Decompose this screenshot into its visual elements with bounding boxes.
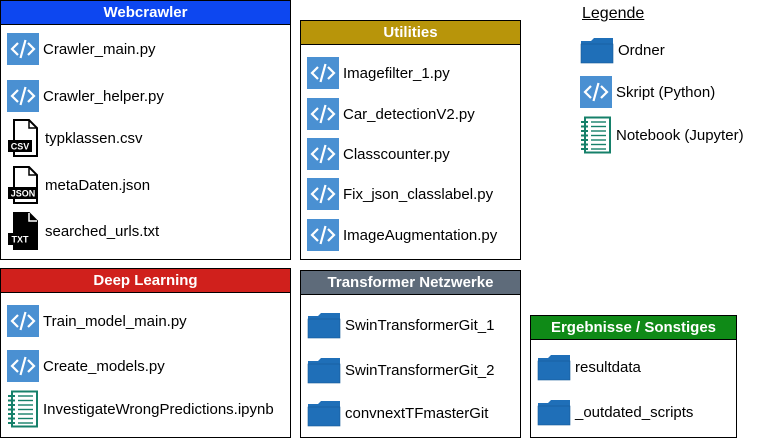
python-script-icon <box>307 57 339 89</box>
python-script-icon <box>307 178 339 210</box>
item-label: ImageAugmentation.py <box>343 226 498 244</box>
results-panel-title: Ergebnisse / Sonstiges <box>531 316 736 340</box>
python-script-icon <box>307 138 339 170</box>
list-item[interactable]: SwinTransformerGit_1 <box>307 306 495 344</box>
txt-file-icon: TXT <box>7 212 41 250</box>
item-label: Crawler_main.py <box>43 40 156 58</box>
item-label: Classcounter.py <box>343 145 450 163</box>
list-item[interactable]: Train_model_main.py <box>7 302 187 340</box>
legend-label: Skript (Python) <box>616 83 716 101</box>
folder-icon <box>307 354 341 386</box>
json-file-icon: JSON <box>7 166 41 204</box>
list-item[interactable]: CSV typklassen.csv <box>7 119 143 157</box>
python-script-icon <box>307 219 339 251</box>
item-label: Car_detectionV2.py <box>343 105 475 123</box>
item-label: Imagefilter_1.py <box>343 64 450 82</box>
legend-item: Skript (Python) <box>580 73 715 111</box>
list-item[interactable]: _outdated_scripts <box>537 393 693 431</box>
item-label: SwinTransformerGit_1 <box>345 316 495 334</box>
transformer-panel-title: Transformer Netzwerke <box>301 271 520 295</box>
item-label: InvestigateWrongPredictions.ipynb <box>43 400 274 418</box>
item-label: metaDaten.json <box>45 176 151 194</box>
python-script-icon <box>7 33 39 65</box>
list-item[interactable]: Create_models.py <box>7 347 165 385</box>
svg-text:CSV: CSV <box>11 142 30 152</box>
python-script-icon <box>307 98 339 130</box>
list-item[interactable]: SwinTransformerGit_2 <box>307 351 495 389</box>
utilities-panel-title: Utilities <box>301 21 520 45</box>
list-item[interactable]: TXT searched_urls.txt <box>7 212 159 250</box>
list-item[interactable]: JSON metaDaten.json <box>7 166 150 204</box>
list-item[interactable]: Car_detectionV2.py <box>307 95 475 133</box>
item-label: Create_models.py <box>43 357 165 375</box>
python-script-icon <box>580 76 612 108</box>
list-item[interactable]: Crawler_main.py <box>7 30 156 68</box>
legend-title: Legende <box>582 5 645 22</box>
results-panel: Ergebnisse / Sonstiges resultdata _outdat… <box>530 315 737 438</box>
list-item[interactable]: Fix_json_classlabel.py <box>307 175 493 213</box>
item-label: convnextTFmasterGit <box>345 404 489 422</box>
notebook-icon <box>580 116 612 154</box>
svg-text:TXT: TXT <box>12 235 30 245</box>
list-item[interactable]: ImageAugmentation.py <box>307 216 497 254</box>
list-item[interactable]: convnextTFmasterGit <box>307 394 488 432</box>
item-label: _outdated_scripts <box>575 403 694 421</box>
python-script-icon <box>7 350 39 382</box>
legend-label: Notebook (Jupyter) <box>616 126 744 144</box>
csv-file-icon: CSV <box>7 119 41 157</box>
item-label: Fix_json_classlabel.py <box>343 185 494 203</box>
list-item[interactable]: resultdata <box>537 348 641 386</box>
list-item[interactable]: Imagefilter_1.py <box>307 54 450 92</box>
list-item[interactable]: Crawler_helper.py <box>7 77 164 115</box>
legend-item: Notebook (Jupyter) <box>580 116 744 154</box>
item-label: searched_urls.txt <box>45 222 160 240</box>
webcrawler-panel-title: Webcrawler <box>1 1 290 25</box>
item-label: Crawler_helper.py <box>43 87 164 105</box>
folder-icon <box>537 351 571 383</box>
transformer-panel: Transformer Netzwerke SwinTransformerGit… <box>300 270 521 438</box>
list-item[interactable]: InvestigateWrongPredictions.ipynb <box>7 390 274 428</box>
folder-icon <box>580 34 614 66</box>
item-label: resultdata <box>575 358 641 376</box>
python-script-icon <box>7 305 39 337</box>
legend-item: Ordner <box>580 31 665 69</box>
notebook-icon <box>7 390 39 428</box>
list-item[interactable]: Classcounter.py <box>307 135 450 173</box>
item-label: Train_model_main.py <box>43 312 187 330</box>
svg-text:JSON: JSON <box>11 189 36 199</box>
legend-label: Ordner <box>618 41 665 59</box>
folder-icon <box>307 397 341 429</box>
item-label: SwinTransformerGit_2 <box>345 361 495 379</box>
deep-learning-panel-title: Deep Learning <box>1 269 290 293</box>
item-label: typklassen.csv <box>45 129 143 147</box>
folder-icon <box>307 309 341 341</box>
folder-icon <box>537 396 571 428</box>
python-script-icon <box>7 80 39 112</box>
